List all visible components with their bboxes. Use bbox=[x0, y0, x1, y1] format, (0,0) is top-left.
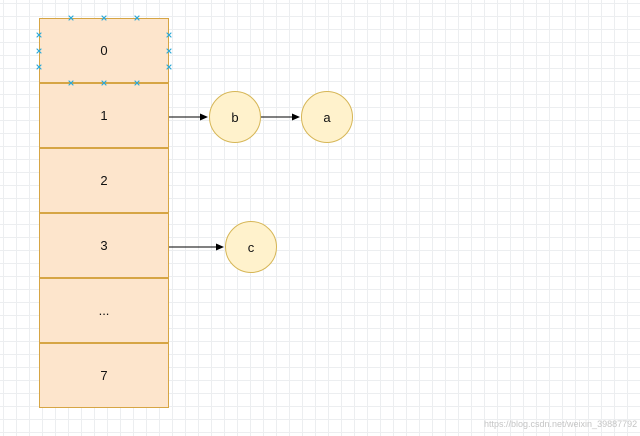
array-cell-label: 7 bbox=[100, 368, 108, 383]
selection-handle-icon[interactable] bbox=[36, 48, 42, 54]
node-label: c bbox=[247, 239, 255, 255]
selection-handle-icon[interactable] bbox=[166, 48, 172, 54]
list-node-a[interactable]: a bbox=[301, 91, 353, 143]
array-cell-label: 3 bbox=[100, 238, 108, 253]
array-cell-label: 0 bbox=[100, 43, 108, 58]
selection-handle-icon[interactable] bbox=[134, 80, 140, 86]
selection-handle-icon[interactable] bbox=[166, 64, 172, 70]
selection-handle-icon[interactable] bbox=[68, 15, 74, 21]
array-cell-3[interactable]: 3 bbox=[39, 213, 169, 278]
array-cell-label: ... bbox=[98, 303, 110, 318]
node-label: b bbox=[231, 109, 239, 125]
selection-handle-icon[interactable] bbox=[36, 32, 42, 38]
array-cell-label: 1 bbox=[100, 108, 108, 123]
watermark: https://blog.csdn.net/weixin_39887792 bbox=[484, 419, 638, 429]
array-cell-2[interactable]: 2 bbox=[39, 148, 169, 213]
node-label: a bbox=[323, 109, 331, 125]
selection-handle-icon[interactable] bbox=[134, 15, 140, 21]
array-cell-ellipsis[interactable]: ... bbox=[39, 278, 169, 343]
selection-handles[interactable] bbox=[36, 15, 172, 86]
selection-handle-icon[interactable] bbox=[36, 64, 42, 70]
selection-handle-icon[interactable] bbox=[166, 32, 172, 38]
selection-handle-icon[interactable] bbox=[101, 80, 107, 86]
array-cell-0[interactable]: 0 bbox=[39, 18, 169, 83]
selection-handle-icon[interactable] bbox=[101, 15, 107, 21]
array-cell-7[interactable]: 7 bbox=[39, 343, 169, 408]
array-cell-1[interactable]: 1 bbox=[39, 83, 169, 148]
array-cell-label: 2 bbox=[100, 173, 108, 188]
list-node-c[interactable]: c bbox=[225, 221, 277, 273]
selection-handle-icon[interactable] bbox=[68, 80, 74, 86]
list-node-b[interactable]: b bbox=[209, 91, 261, 143]
